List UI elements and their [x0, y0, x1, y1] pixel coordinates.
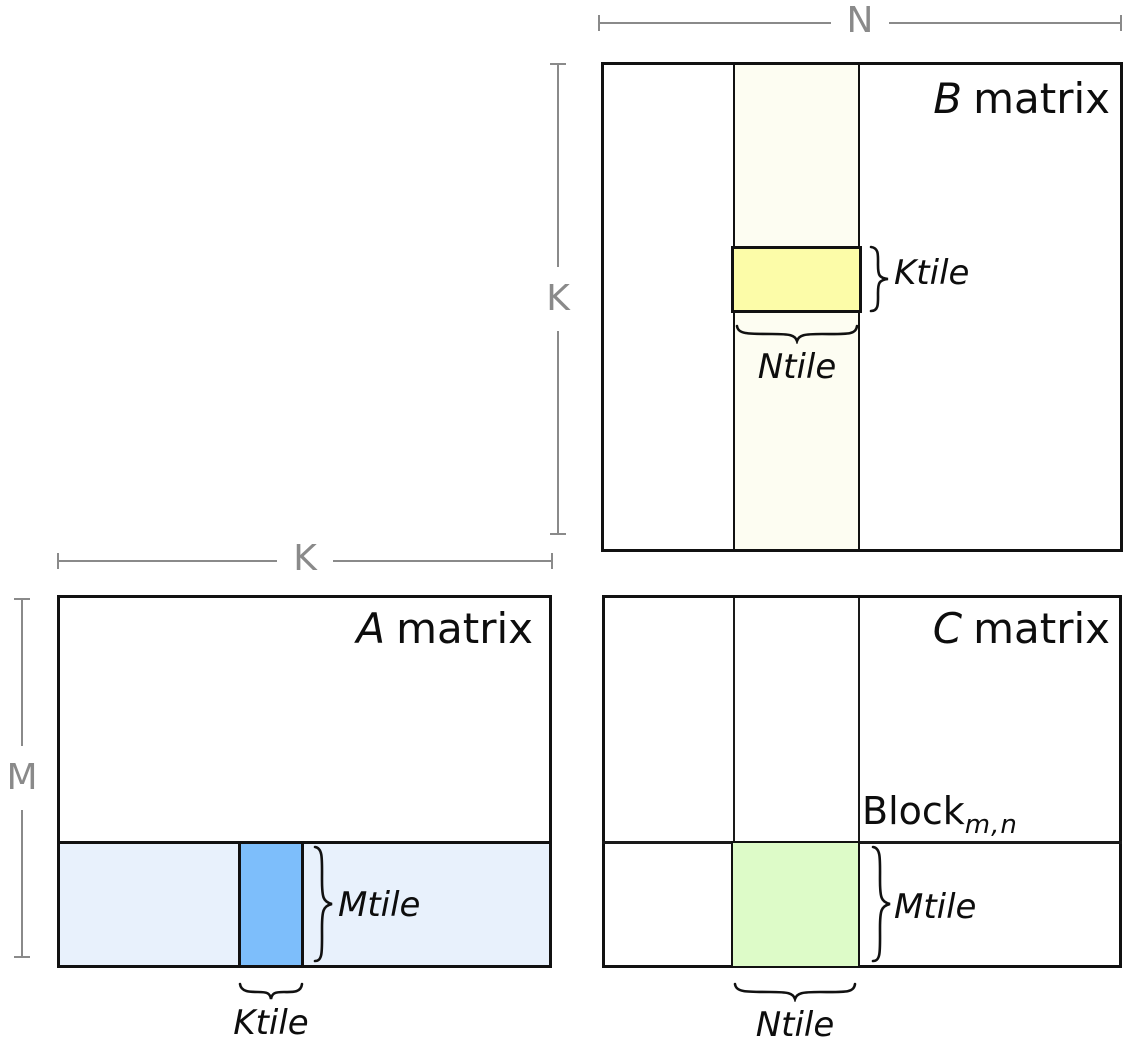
c-matrix-row-divider	[602, 841, 1122, 844]
c-block-label: Blockm,n	[862, 792, 1018, 838]
dimension-segment	[557, 65, 559, 267]
dimension-segment	[557, 331, 559, 533]
dimension-label-n: N	[846, 0, 874, 41]
c-matrix-column-line-left	[733, 598, 735, 841]
dimension-line-k-horizontal: K	[57, 538, 554, 579]
b-matrix-title-letter: B	[933, 74, 963, 123]
dimension-tick	[550, 533, 566, 535]
b-ktile-label: Ktile	[894, 253, 970, 293]
dimension-label-k: K	[546, 278, 570, 319]
c-ntile-label: Ntile	[755, 1005, 835, 1045]
c-mtile-label: Mtile	[894, 887, 977, 927]
dimension-label-m: M	[6, 757, 38, 798]
b-ntile-label: Ntile	[757, 347, 837, 387]
a-matrix-title-letter: A	[356, 604, 386, 653]
c-matrix-block-tile	[731, 841, 860, 968]
a-ktile-brace	[238, 978, 304, 1002]
b-matrix-ktile-ntile-tile	[731, 246, 862, 313]
b-ntile-brace	[735, 320, 859, 344]
c-matrix-box	[602, 595, 1122, 968]
a-mtile-brace	[308, 845, 334, 963]
dimension-segment	[59, 560, 278, 562]
c-matrix-title-word: matrix	[973, 604, 1110, 653]
dimension-line-k-vertical: K	[541, 63, 575, 535]
dimension-segment	[21, 810, 23, 956]
dimension-line-n: N	[598, 0, 1122, 41]
dimension-tick	[550, 63, 566, 65]
dimension-tick	[14, 956, 30, 958]
dimension-label-k: K	[293, 538, 317, 579]
dimension-segment	[600, 22, 831, 24]
a-matrix-title-word: matrix	[396, 604, 533, 653]
dimension-tick	[551, 553, 554, 569]
a-mtile-label: Mtile	[338, 885, 421, 925]
dimension-tick	[57, 553, 59, 569]
a-matrix-mtile-ktile-tile	[238, 841, 304, 968]
a-matrix-row-strip	[60, 841, 549, 965]
b-matrix-title-word: matrix	[973, 74, 1110, 123]
c-mtile-brace	[866, 845, 892, 963]
c-ntile-brace	[733, 978, 857, 1002]
c-block-label-subscript: m,n	[964, 810, 1018, 840]
a-ktile-label: Ktile	[233, 1003, 309, 1043]
dimension-line-m: M	[5, 598, 39, 958]
b-matrix-box	[601, 62, 1123, 552]
c-matrix-title-letter: C	[932, 604, 963, 653]
dimension-tick	[1120, 15, 1122, 31]
dimension-segment	[332, 560, 552, 562]
dimension-tick	[598, 15, 600, 31]
b-ktile-brace	[864, 245, 890, 313]
c-block-label-text: Block	[862, 789, 965, 833]
dimension-segment	[21, 600, 23, 746]
c-matrix-column-line-right	[858, 598, 860, 841]
dimension-segment	[889, 22, 1120, 24]
dimension-tick	[14, 598, 30, 600]
